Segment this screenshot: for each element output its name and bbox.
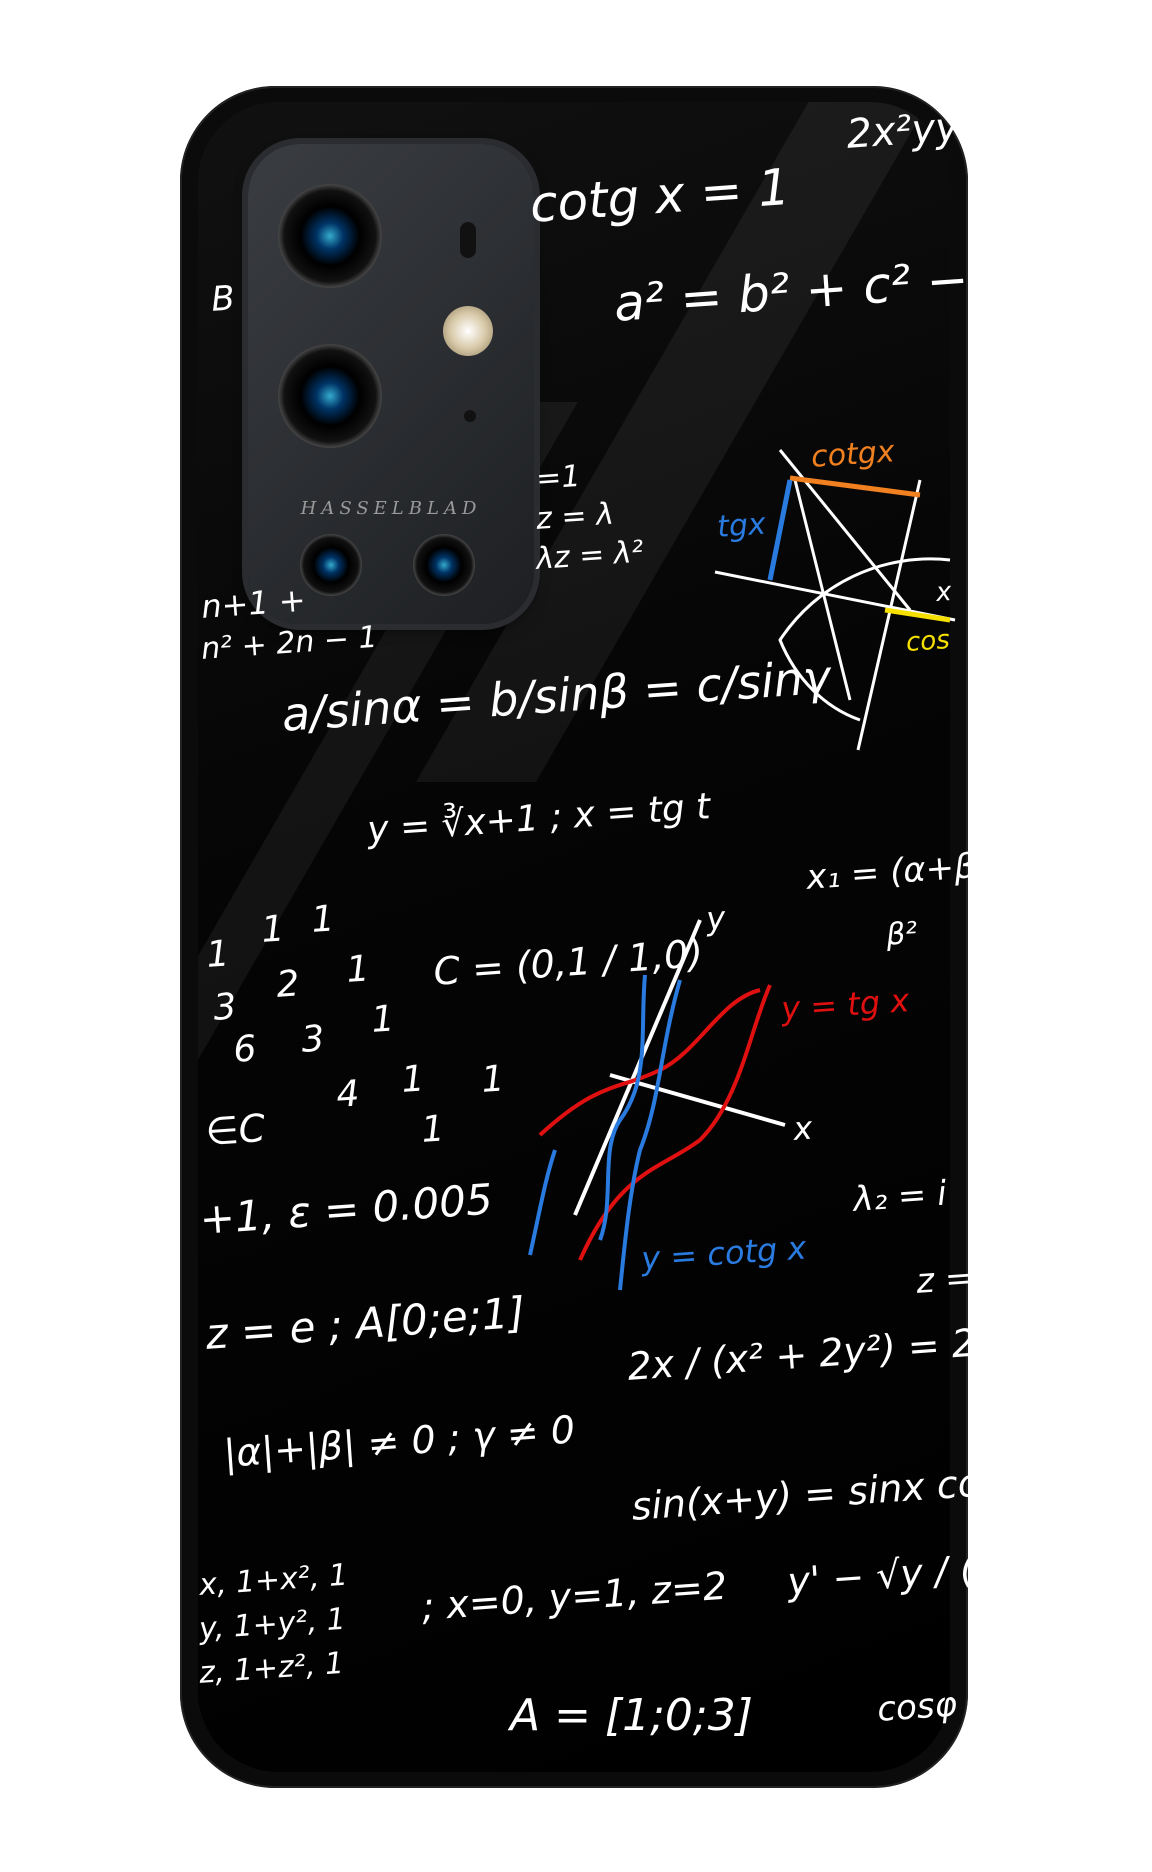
label-axis-x: x: [792, 1108, 814, 1148]
label-circle-cos: cos: [905, 624, 951, 658]
number: 1: [370, 998, 396, 1041]
circle-axis-h: [714, 570, 956, 622]
flash: [443, 306, 493, 356]
circle: [778, 557, 951, 722]
eq-lambda-3: λz = λ²: [535, 534, 645, 577]
eq-lambda-2: z = λ: [535, 496, 615, 537]
number: 1: [420, 1108, 446, 1151]
number: 3: [212, 986, 238, 1029]
y-axis: [573, 919, 702, 1216]
cotg-curve-1: [598, 974, 647, 1241]
label-circle-x: x: [935, 576, 953, 608]
eq-series-1: n+1 +: [200, 580, 307, 626]
cos-segment: [884, 607, 951, 623]
number: 2: [275, 963, 301, 1006]
eq-z: z =: [915, 1258, 975, 1302]
number: 1: [480, 1058, 506, 1101]
circle-axis-v: [856, 479, 922, 751]
number: 1: [345, 948, 371, 991]
eq-in-c: ∈C: [204, 1105, 267, 1154]
label-circle-tg: tgx: [716, 506, 767, 545]
microphone: [464, 410, 476, 422]
number: 3: [300, 1018, 326, 1061]
eq-top-right: 2x²yy: [845, 104, 961, 158]
mono-lens: [413, 534, 475, 596]
eq-a-vector: A = [1;0;3]: [510, 1690, 753, 1741]
eq-beta-sq: β²: [885, 915, 919, 953]
number: 4: [335, 1073, 361, 1116]
label-axis-y: y: [705, 898, 727, 938]
number: 1: [310, 898, 336, 941]
number: 1: [260, 908, 286, 951]
circle-radius2: [793, 479, 852, 701]
tg-curve-2: [578, 984, 772, 1261]
circle-radius: [778, 449, 912, 611]
eq-lambda-1: =1: [535, 458, 582, 497]
number: 1: [205, 933, 231, 976]
camera-module: HASSELBLAD: [248, 144, 534, 624]
eq-cos-phi: cosφ: [876, 1684, 959, 1730]
telephoto-lens: [300, 534, 362, 596]
tg-segment: [767, 479, 793, 581]
function-graph: [528, 919, 786, 1291]
hasselblad-logo: HASSELBLAD: [300, 498, 482, 519]
unit-circle-diagram: [714, 449, 956, 751]
eq-lambda2: λ₂ = i: [852, 1173, 948, 1220]
number: 1: [400, 1058, 426, 1101]
cotg-segment: [789, 475, 921, 498]
sensor: [460, 222, 476, 258]
main-lens: [278, 184, 382, 288]
number: 6: [232, 1028, 258, 1071]
cotg-curve-2: [528, 1149, 557, 1256]
label-circle-cotg: cotgx: [810, 434, 896, 475]
eq-b: B: [210, 278, 237, 320]
cotg-curve-3: [618, 979, 682, 1291]
ultrawide-lens: [278, 344, 382, 448]
